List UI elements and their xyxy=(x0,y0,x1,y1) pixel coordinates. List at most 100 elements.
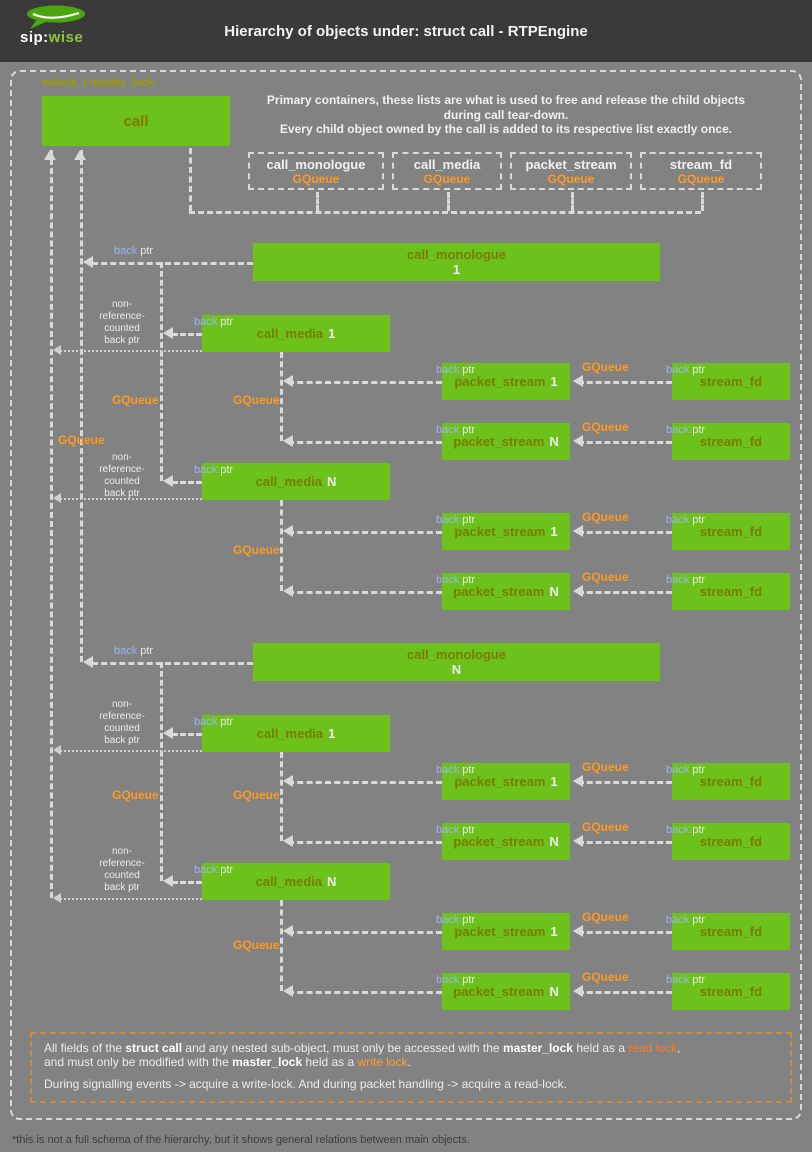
connector-line xyxy=(280,900,283,991)
ptr-word: ptr xyxy=(692,914,706,926)
connector-line xyxy=(172,481,202,484)
connector-line xyxy=(172,333,202,336)
speech-bubble-icon xyxy=(27,5,85,29)
ptr-word: ptr xyxy=(462,914,476,926)
node-packet-stream-2a: packet_stream N xyxy=(442,423,570,460)
non-ref-label-line: reference- xyxy=(99,311,145,322)
node-index: 1 xyxy=(550,374,558,389)
node-stream-fd-4a: stream_fd xyxy=(672,573,790,610)
ptr-word: ptr xyxy=(220,316,234,328)
node-index: N xyxy=(327,474,337,489)
node-index: N xyxy=(327,874,337,889)
arrowhead-up-icon xyxy=(44,150,56,160)
back-word: back xyxy=(436,914,460,926)
container-type: GQueue xyxy=(677,171,725,186)
node-title: call_monologue xyxy=(407,647,506,662)
node-label-row: packet_stream N xyxy=(453,434,558,449)
ptr-word: ptr xyxy=(140,245,154,257)
ptr-word: ptr xyxy=(140,645,154,657)
container-name: call_monologue xyxy=(266,156,366,172)
connector-line xyxy=(160,662,163,881)
arrowhead-left-icon xyxy=(163,475,173,487)
gqueue-label: GQueue xyxy=(582,420,629,434)
back-word: back xyxy=(194,716,218,728)
arrowhead-left-icon xyxy=(53,345,61,355)
footnote: *this is not a full schema of the hierar… xyxy=(12,1134,470,1146)
node-stream-fd-3a: stream_fd xyxy=(672,513,790,550)
arrowhead-left-icon xyxy=(283,775,293,787)
arrowhead-left-icon xyxy=(53,893,61,903)
node-title: call_media xyxy=(255,874,323,889)
gqueue-label: GQueue xyxy=(112,393,159,407)
arrowhead-left-icon xyxy=(83,656,93,668)
back-word: back xyxy=(666,764,690,776)
connector-line xyxy=(578,531,672,534)
wordmark-sip: sip: xyxy=(20,29,49,46)
non-ref-label-line: counted xyxy=(104,870,140,881)
node-stream-fd-2b: stream_fd xyxy=(672,823,790,860)
back-word: back xyxy=(114,645,138,657)
gqueue-label: GQueue xyxy=(233,788,280,802)
connector-line xyxy=(60,750,202,752)
arrowhead-left-icon xyxy=(163,327,173,339)
ptr-word: ptr xyxy=(692,574,706,586)
node-stream-fd-1a: stream_fd xyxy=(672,363,790,400)
ptr-word: ptr xyxy=(462,764,476,776)
ptr-word: ptr xyxy=(462,574,476,586)
arrowhead-left-icon xyxy=(283,525,293,537)
ptr-word: ptr xyxy=(220,716,234,728)
gqueue-label: GQueue xyxy=(233,938,280,952)
node-stream-fd-3b: stream_fd xyxy=(672,913,790,950)
node-title: packet_stream xyxy=(453,434,545,449)
connector-line xyxy=(280,752,283,841)
arrowhead-left-icon xyxy=(573,985,583,997)
node-title: stream_fd xyxy=(699,774,763,789)
connector-line xyxy=(92,662,253,665)
node-label-row: stream_fd xyxy=(700,524,762,539)
intro-text: Primary containers, these lists are what… xyxy=(248,93,764,137)
arrowhead-left-icon xyxy=(53,745,61,755)
connector-line xyxy=(60,350,202,352)
container-type: GQueue xyxy=(423,171,471,186)
arrowhead-left-icon xyxy=(573,835,583,847)
connector-line xyxy=(50,150,53,898)
non-ref-label-line: non- xyxy=(111,452,132,463)
connector-line xyxy=(172,881,202,884)
back-word: back xyxy=(436,824,460,836)
connector-line xyxy=(288,991,442,994)
arrowhead-left-icon xyxy=(53,493,61,503)
connector-line xyxy=(288,381,442,384)
read-lock-text: read lock xyxy=(628,1041,678,1055)
node-index: N xyxy=(549,434,559,449)
non-ref-label-line: counted xyxy=(104,476,140,487)
connector-line xyxy=(288,531,442,534)
node-label-row: call_media N xyxy=(256,874,337,889)
container-name: call_media xyxy=(413,156,481,172)
intro-line-1: Primary containers, these lists are what… xyxy=(266,93,746,107)
node-label-row: stream_fd xyxy=(700,374,762,389)
node-media-Nb: call_media N xyxy=(202,863,390,900)
non-ref-label-line: back ptr xyxy=(104,735,140,746)
connector-line xyxy=(288,441,442,444)
arrowhead-left-icon xyxy=(283,835,293,847)
sipwise-logo: sip:wise xyxy=(16,5,112,59)
gqueue-label: GQueue xyxy=(582,910,629,924)
node-title: call_monologue xyxy=(407,247,506,262)
back-word: back xyxy=(194,864,218,876)
